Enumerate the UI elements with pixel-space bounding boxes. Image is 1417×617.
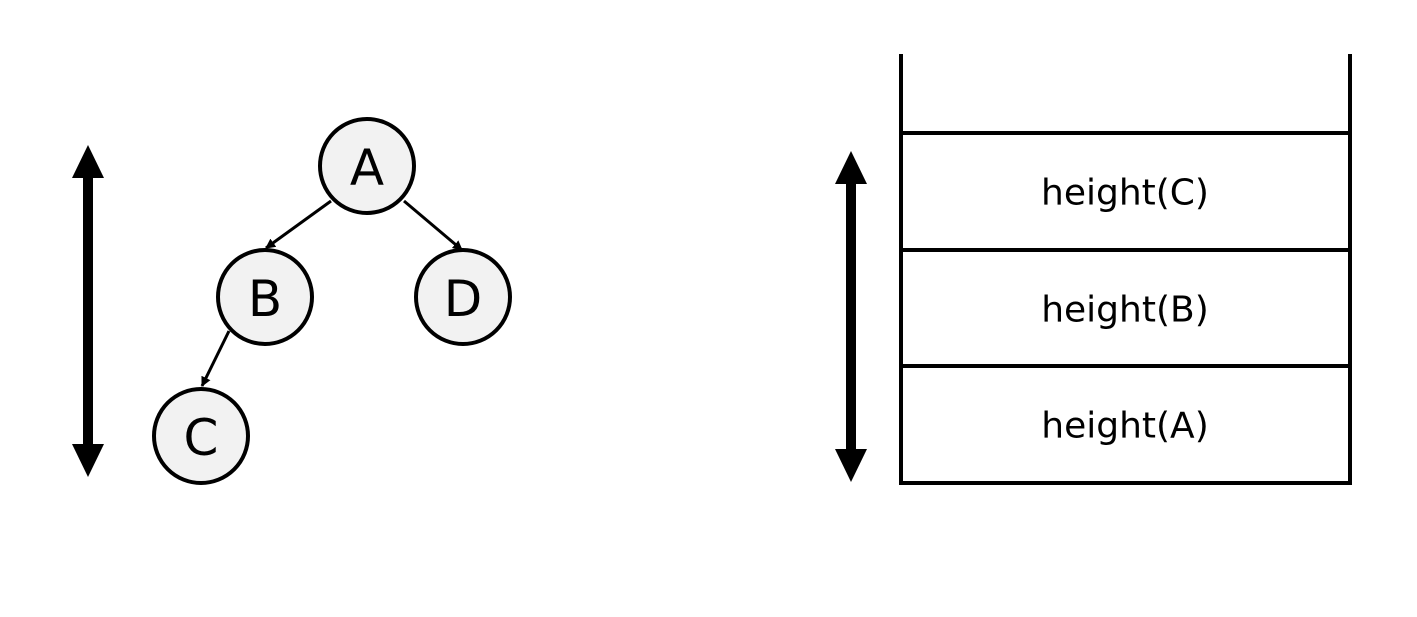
edge-a-b [265,199,332,250]
tree-node-b: B [216,248,314,346]
tree-node-b-label: B [248,270,282,328]
stack-frame-label: height(A) [1041,406,1208,447]
tree-node-a: A [318,117,416,215]
edge-a-d [403,199,463,252]
stack-frame-label: height(B) [1041,290,1209,331]
tree-node-c-label: C [184,409,219,467]
tree-node-c: C [152,387,250,485]
stack-height-arrow [835,151,867,482]
tree-node-a-label: A [350,139,384,197]
tree-edges [200,199,463,387]
tree-node-d-label: D [444,270,483,328]
edge-b-c [200,330,231,387]
stack-frame-label: height(C) [1041,173,1209,214]
call-stack: height(C) height(B) height(A) [899,54,1352,485]
tree-node-d: D [414,248,512,346]
tree-height-arrow [72,145,104,477]
